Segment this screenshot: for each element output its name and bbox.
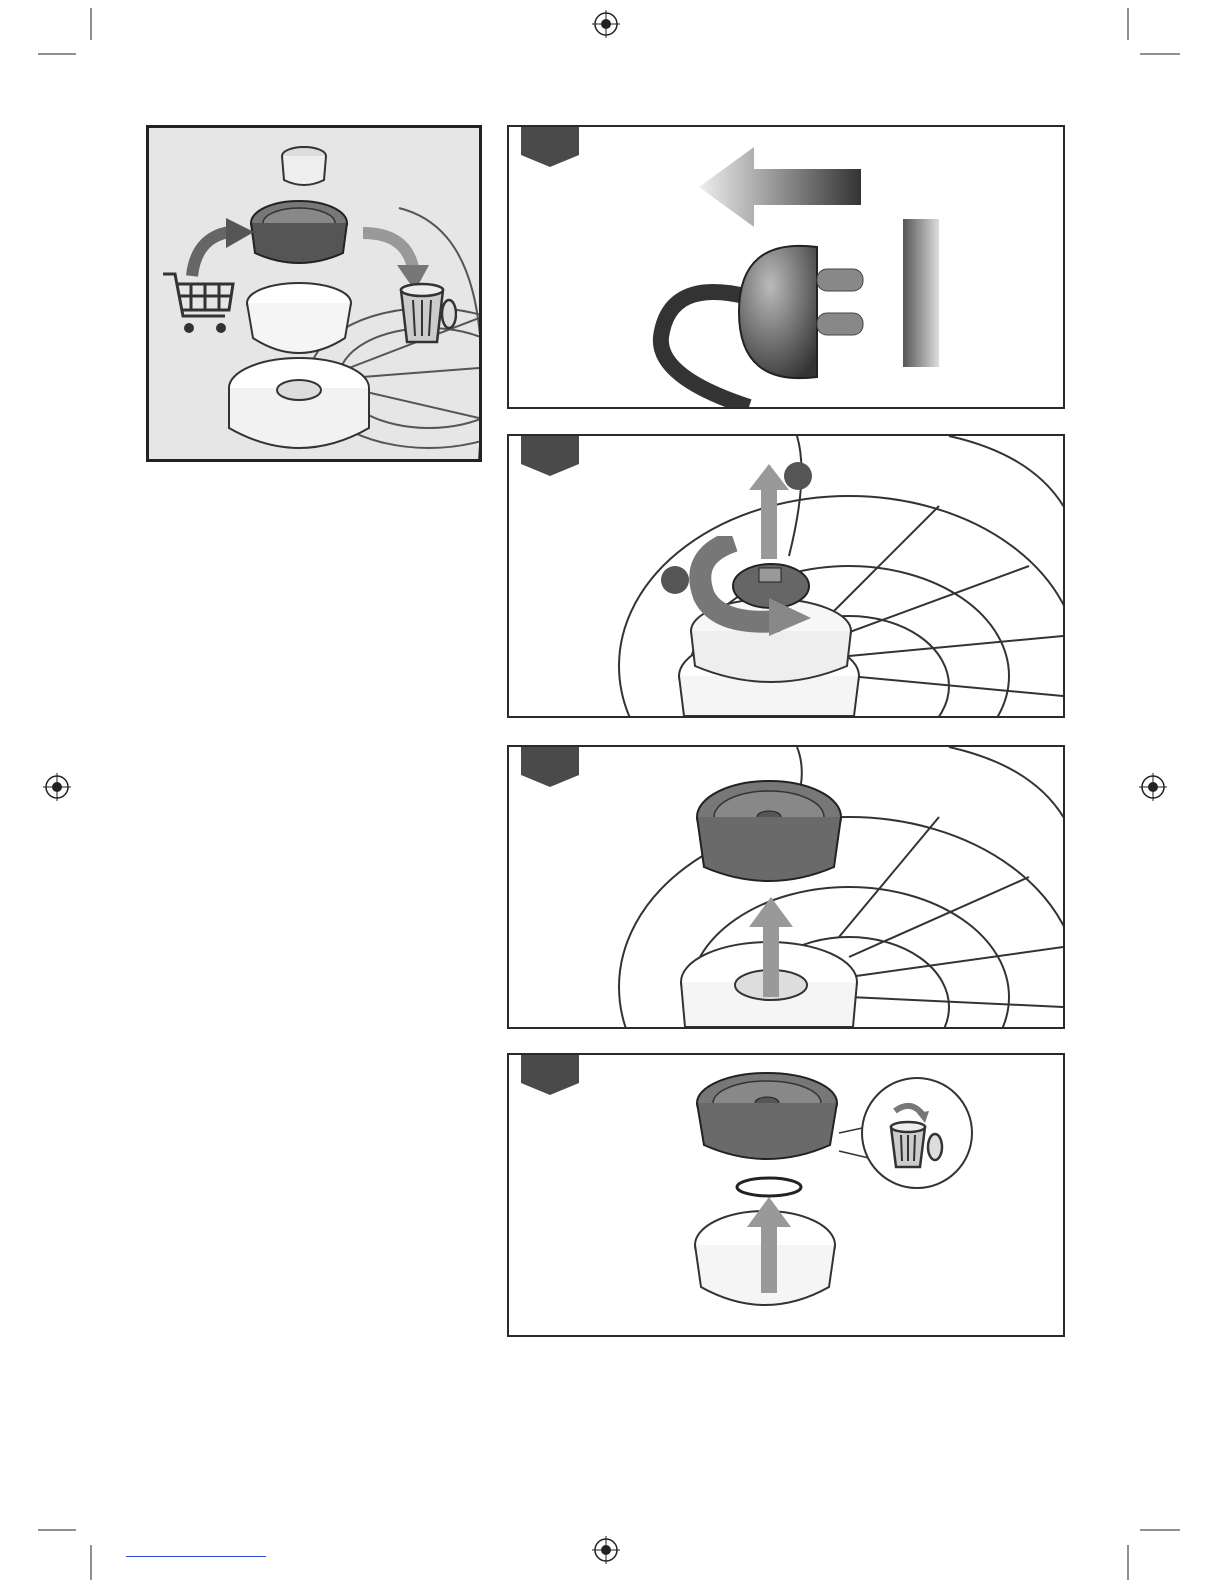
step-tab [521, 125, 579, 167]
step-1-panel [507, 125, 1065, 409]
registration-mark-bottom [592, 1536, 620, 1564]
callout-1 [661, 566, 689, 594]
base-housing [229, 358, 369, 448]
registration-mark-left [43, 773, 71, 801]
trash-callout-circle [861, 1077, 973, 1189]
arrow-up-icon [747, 1197, 791, 1293]
arrow-up-icon [749, 464, 789, 559]
trash-bin-icon [397, 278, 457, 348]
spool-knob [282, 147, 326, 185]
callout-2 [784, 462, 812, 490]
spool [251, 201, 347, 263]
spool-parts-illustration [509, 1055, 1063, 1335]
footer-link-underline[interactable] [126, 1556, 266, 1557]
arrow-icon [184, 218, 254, 278]
plug-icon [649, 217, 869, 407]
registration-mark-right [1139, 773, 1167, 801]
spool-cover [247, 283, 351, 353]
socket-icon [901, 219, 941, 367]
step-2-panel [507, 434, 1065, 718]
arrow-up-icon [749, 897, 793, 997]
overview-panel [146, 125, 482, 462]
step-3-panel [507, 745, 1065, 1029]
arrow-left-icon [699, 147, 864, 227]
step-4-panel [507, 1053, 1065, 1337]
registration-mark-top [592, 10, 620, 38]
trash-bin-icon [885, 1101, 949, 1169]
cart-icon [159, 268, 239, 343]
